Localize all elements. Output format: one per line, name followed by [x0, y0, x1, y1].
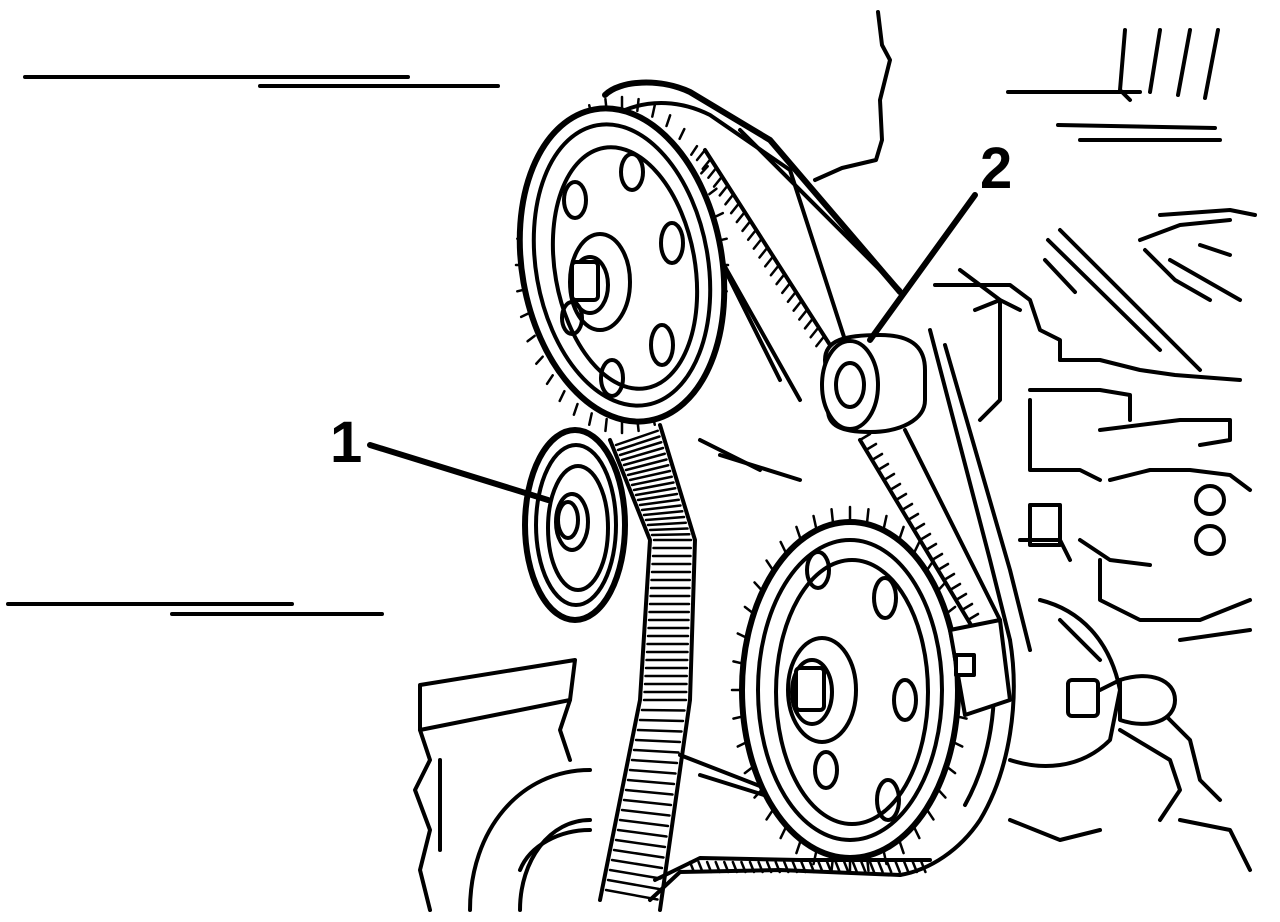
callout-label-1: 1 [330, 410, 362, 475]
camshaft-sprocket-upper [516, 105, 728, 425]
placeholder-rules-top [23, 75, 500, 88]
camshaft-sprocket-lower [739, 519, 961, 861]
placeholder-rules-bottom [6, 602, 384, 616]
callout-label-2: 2 [980, 136, 1012, 201]
engine-block-outline [678, 10, 1257, 872]
callout-leaders [367, 192, 978, 503]
guide-roller [820, 333, 927, 434]
tensioner-bracket [948, 598, 1177, 768]
tensioner-pulley [522, 427, 628, 623]
timing-cover-housing [413, 658, 592, 912]
